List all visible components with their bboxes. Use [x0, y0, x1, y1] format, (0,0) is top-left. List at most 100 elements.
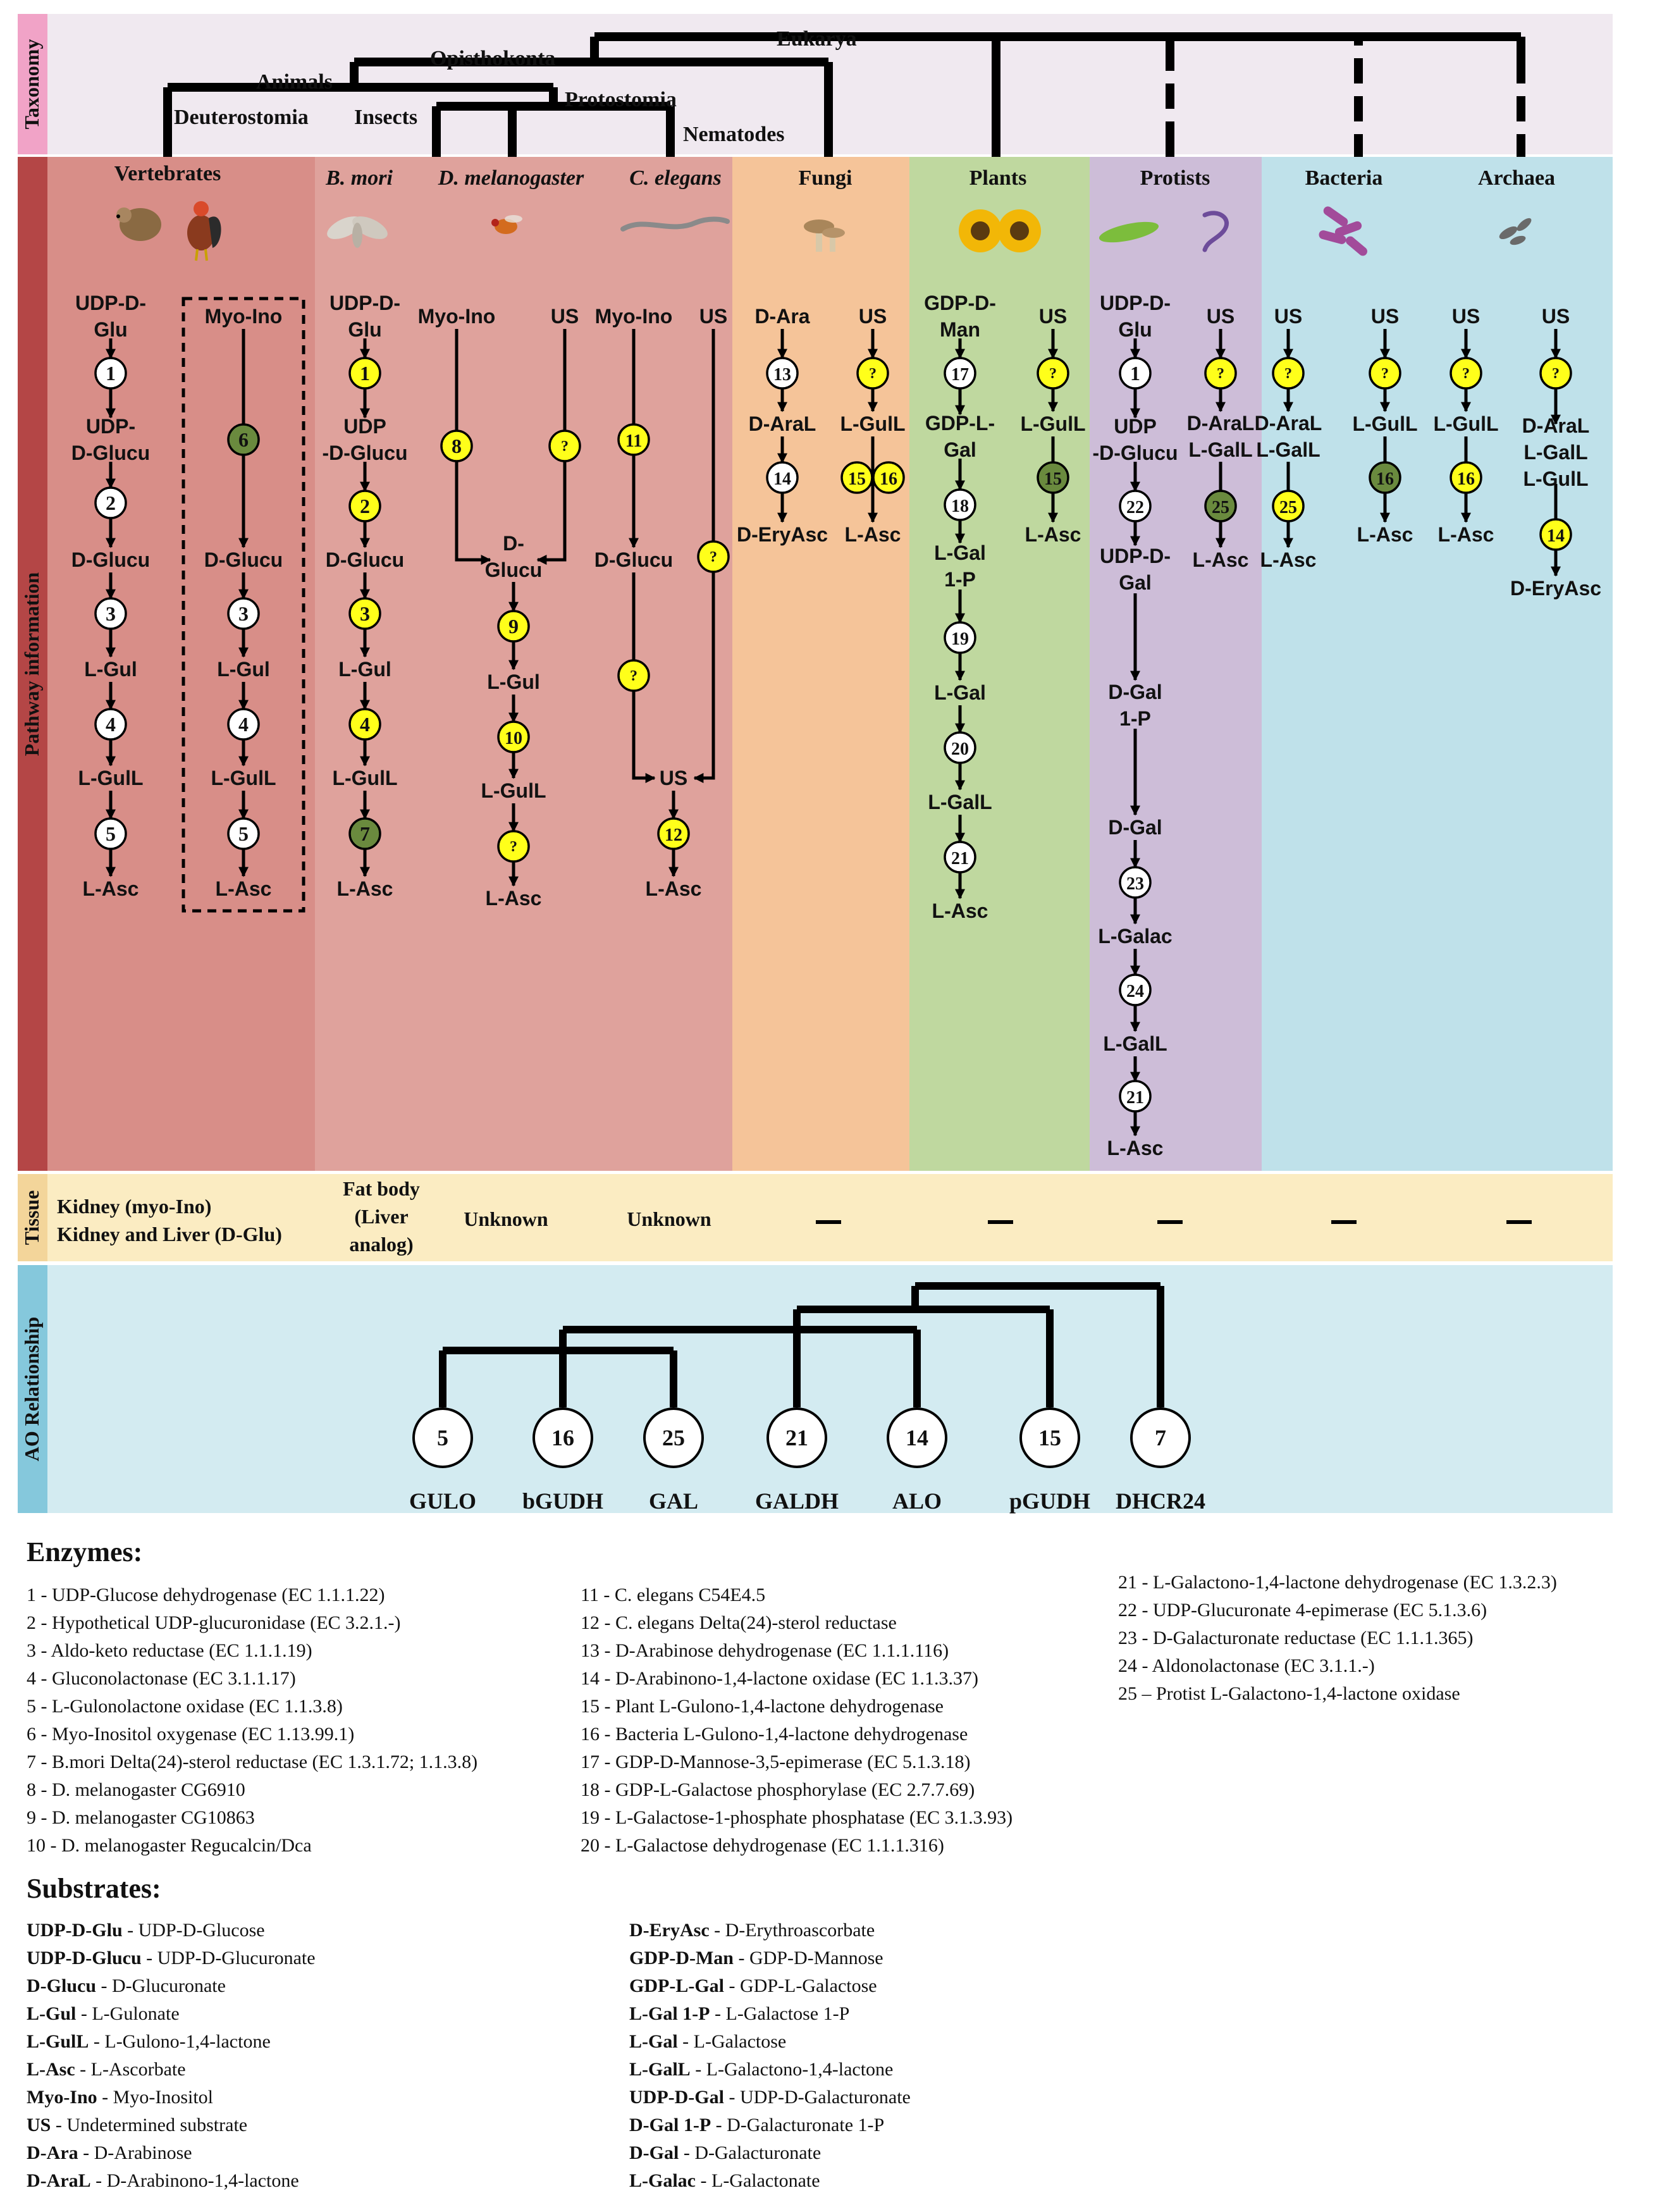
substrate-abbr: L-Gal 1-P: [629, 2003, 710, 2024]
substrates-title: Substrates:: [27, 1873, 161, 1904]
archaea-icon: [1499, 218, 1532, 245]
ao-label-bar: [18, 1265, 47, 1513]
tax-deuterostomia: Deuterostomia: [174, 106, 309, 129]
substrate-label: L-Asc: [337, 877, 393, 900]
enzyme-marker: 25: [1204, 490, 1237, 522]
enzyme-entry: 17 - GDP-D-Mannose-3,5-epimerase (EC 5.1…: [581, 1752, 971, 1772]
ao-leaf-name: GULO: [409, 1488, 476, 1514]
enzyme-marker: ?: [856, 357, 889, 390]
ao-leaf-number: 25: [662, 1425, 685, 1450]
enzyme-marker: 16: [1369, 461, 1401, 494]
substrate-label: Myo-Ino: [595, 305, 673, 328]
substrate-entry: L-GalL - L-Galactono-1,4-lactone: [629, 2059, 894, 2080]
enzyme-number: 21: [1126, 1088, 1144, 1108]
tax-eukarya: Eukarya: [777, 27, 857, 51]
enzyme-number: ?: [1217, 366, 1224, 382]
ao-leaf-name: pGUDH: [1009, 1488, 1090, 1514]
enzyme-marker: 15: [840, 461, 873, 494]
substrate-abbr: D-Glucu: [27, 1975, 97, 1996]
fruit-fly-icon: [491, 215, 522, 234]
org-fungi: Fungi: [798, 166, 852, 190]
substrate-entry: GDP-D-Man - GDP-D-Mannose: [629, 1948, 883, 1968]
substrate-label: L-Asc: [1025, 523, 1081, 546]
substrate-abbr: D-Gal 1-P: [629, 2115, 711, 2135]
enzyme-marker: 5: [94, 817, 127, 850]
ao-leaf-name: GAL: [649, 1488, 698, 1514]
substrate-entry: D-Glucu - D-Glucuronate: [27, 1975, 226, 1996]
substrate-label: US: [1452, 305, 1480, 328]
substrate-label: L-Gul: [84, 658, 137, 681]
substrate-entry: D-EryAsc - D-Erythroascorbate: [629, 1920, 875, 1941]
substrate-label: UDP-D-Glu: [1100, 292, 1171, 341]
enzyme-marker: ?: [1204, 357, 1237, 390]
enzyme-number: ?: [1462, 366, 1470, 382]
enzyme-marker: 19: [944, 621, 976, 654]
substrate-entry: D-Ara - D-Arabinose: [27, 2142, 192, 2163]
enzyme-number: 1: [106, 362, 116, 385]
substrate-entry: L-Asc - L-Ascorbate: [27, 2059, 186, 2080]
enzyme-number: 4: [360, 713, 370, 736]
tax-animals: Animals: [256, 70, 333, 94]
ao-leaf-name: GALDH: [755, 1488, 839, 1514]
enzyme-entry: 21 - L-Galactono-1,4-lactone dehydrogena…: [1118, 1572, 1557, 1593]
enzyme-entry: 20 - L-Galactose dehydrogenase (EC 1.1.1…: [581, 1835, 944, 1856]
enzyme-marker: 24: [1119, 973, 1152, 1006]
euglena-icon: [1099, 221, 1159, 243]
substrate-abbr: Myo-Ino: [27, 2087, 97, 2108]
substrate-abbr: D-AraL: [27, 2170, 91, 2191]
org-dmel: D. melanogaster: [438, 166, 584, 190]
tissue-background: [47, 1174, 1613, 1261]
enzyme-entry: 3 - Aldo-keto reductase (EC 1.1.1.19): [27, 1640, 312, 1661]
substrate-abbr: L-Gul: [27, 2003, 77, 2024]
enzyme-marker: 3: [94, 597, 127, 630]
substrate-label: L-Asc: [1438, 523, 1494, 546]
substrate-abbr: UDP-D-Gal: [629, 2087, 724, 2108]
enzyme-marker: 17: [944, 357, 976, 390]
substrate-label: US: [859, 305, 887, 328]
substrate-label: L-Asc: [216, 877, 272, 900]
enzyme-marker: 13: [766, 357, 799, 390]
substrate-label: UDP-D-Glucu: [322, 415, 407, 464]
enzyme-marker: 3: [227, 597, 260, 630]
org-protists: Protists: [1140, 166, 1210, 190]
substrate-label: UDP-D-Glu: [75, 292, 146, 341]
enzyme-entry: 13 - D-Arabinose dehydrogenase (EC 1.1.1…: [581, 1640, 949, 1661]
enzyme-entry: 9 - D. melanogaster CG10863: [27, 1807, 255, 1828]
substrate-entry: UDP-D-Gal - UDP-D-Galacturonate: [629, 2087, 911, 2108]
substrate-label: L-Asc: [646, 877, 702, 900]
enzyme-entry: 5 - L-Gulonolactone oxidase (EC 1.1.3.8): [27, 1696, 343, 1717]
enzyme-number: 1: [1130, 362, 1140, 385]
enzyme-marker: 25: [1272, 490, 1305, 522]
substrate-label: L-GulL: [78, 767, 143, 789]
substrate-abbr: D-Ara: [27, 2142, 78, 2163]
enzyme-marker: 16: [872, 461, 905, 494]
tissue-label-bar: [18, 1174, 47, 1261]
enzyme-marker: ?: [1450, 357, 1482, 390]
tax-nematodes: Nematodes: [683, 123, 785, 146]
substrate-label: L-GulL: [1020, 412, 1085, 435]
enzyme-marker: 7: [348, 817, 381, 850]
substrate-label: D-Glucu: [71, 548, 150, 571]
org-plants: Plants: [970, 166, 1027, 190]
pathway-diagram: Taxonomy Pathway information Tissue AO R…: [18, 14, 1613, 1514]
substrate-label: US: [1542, 305, 1570, 328]
substrate-abbr: UDP-D-Glu: [27, 1920, 123, 1941]
substrate-entry: UDP-D-Glu - UDP-D-Glucose: [27, 1920, 265, 1941]
enzyme-marker: 4: [227, 708, 260, 741]
substrate-label: L-Asc: [1107, 1137, 1164, 1159]
enzyme-number: 4: [106, 713, 116, 736]
substrate-entry: D-AraL - D-Arabinono-1,4-lactone: [27, 2170, 299, 2191]
enzyme-number: 9: [508, 615, 519, 638]
enzyme-marker: 4: [94, 708, 127, 741]
ao-leaf-number: 21: [785, 1425, 808, 1450]
enzyme-number: 7: [360, 822, 370, 845]
enzyme-marker: ?: [1272, 357, 1305, 390]
